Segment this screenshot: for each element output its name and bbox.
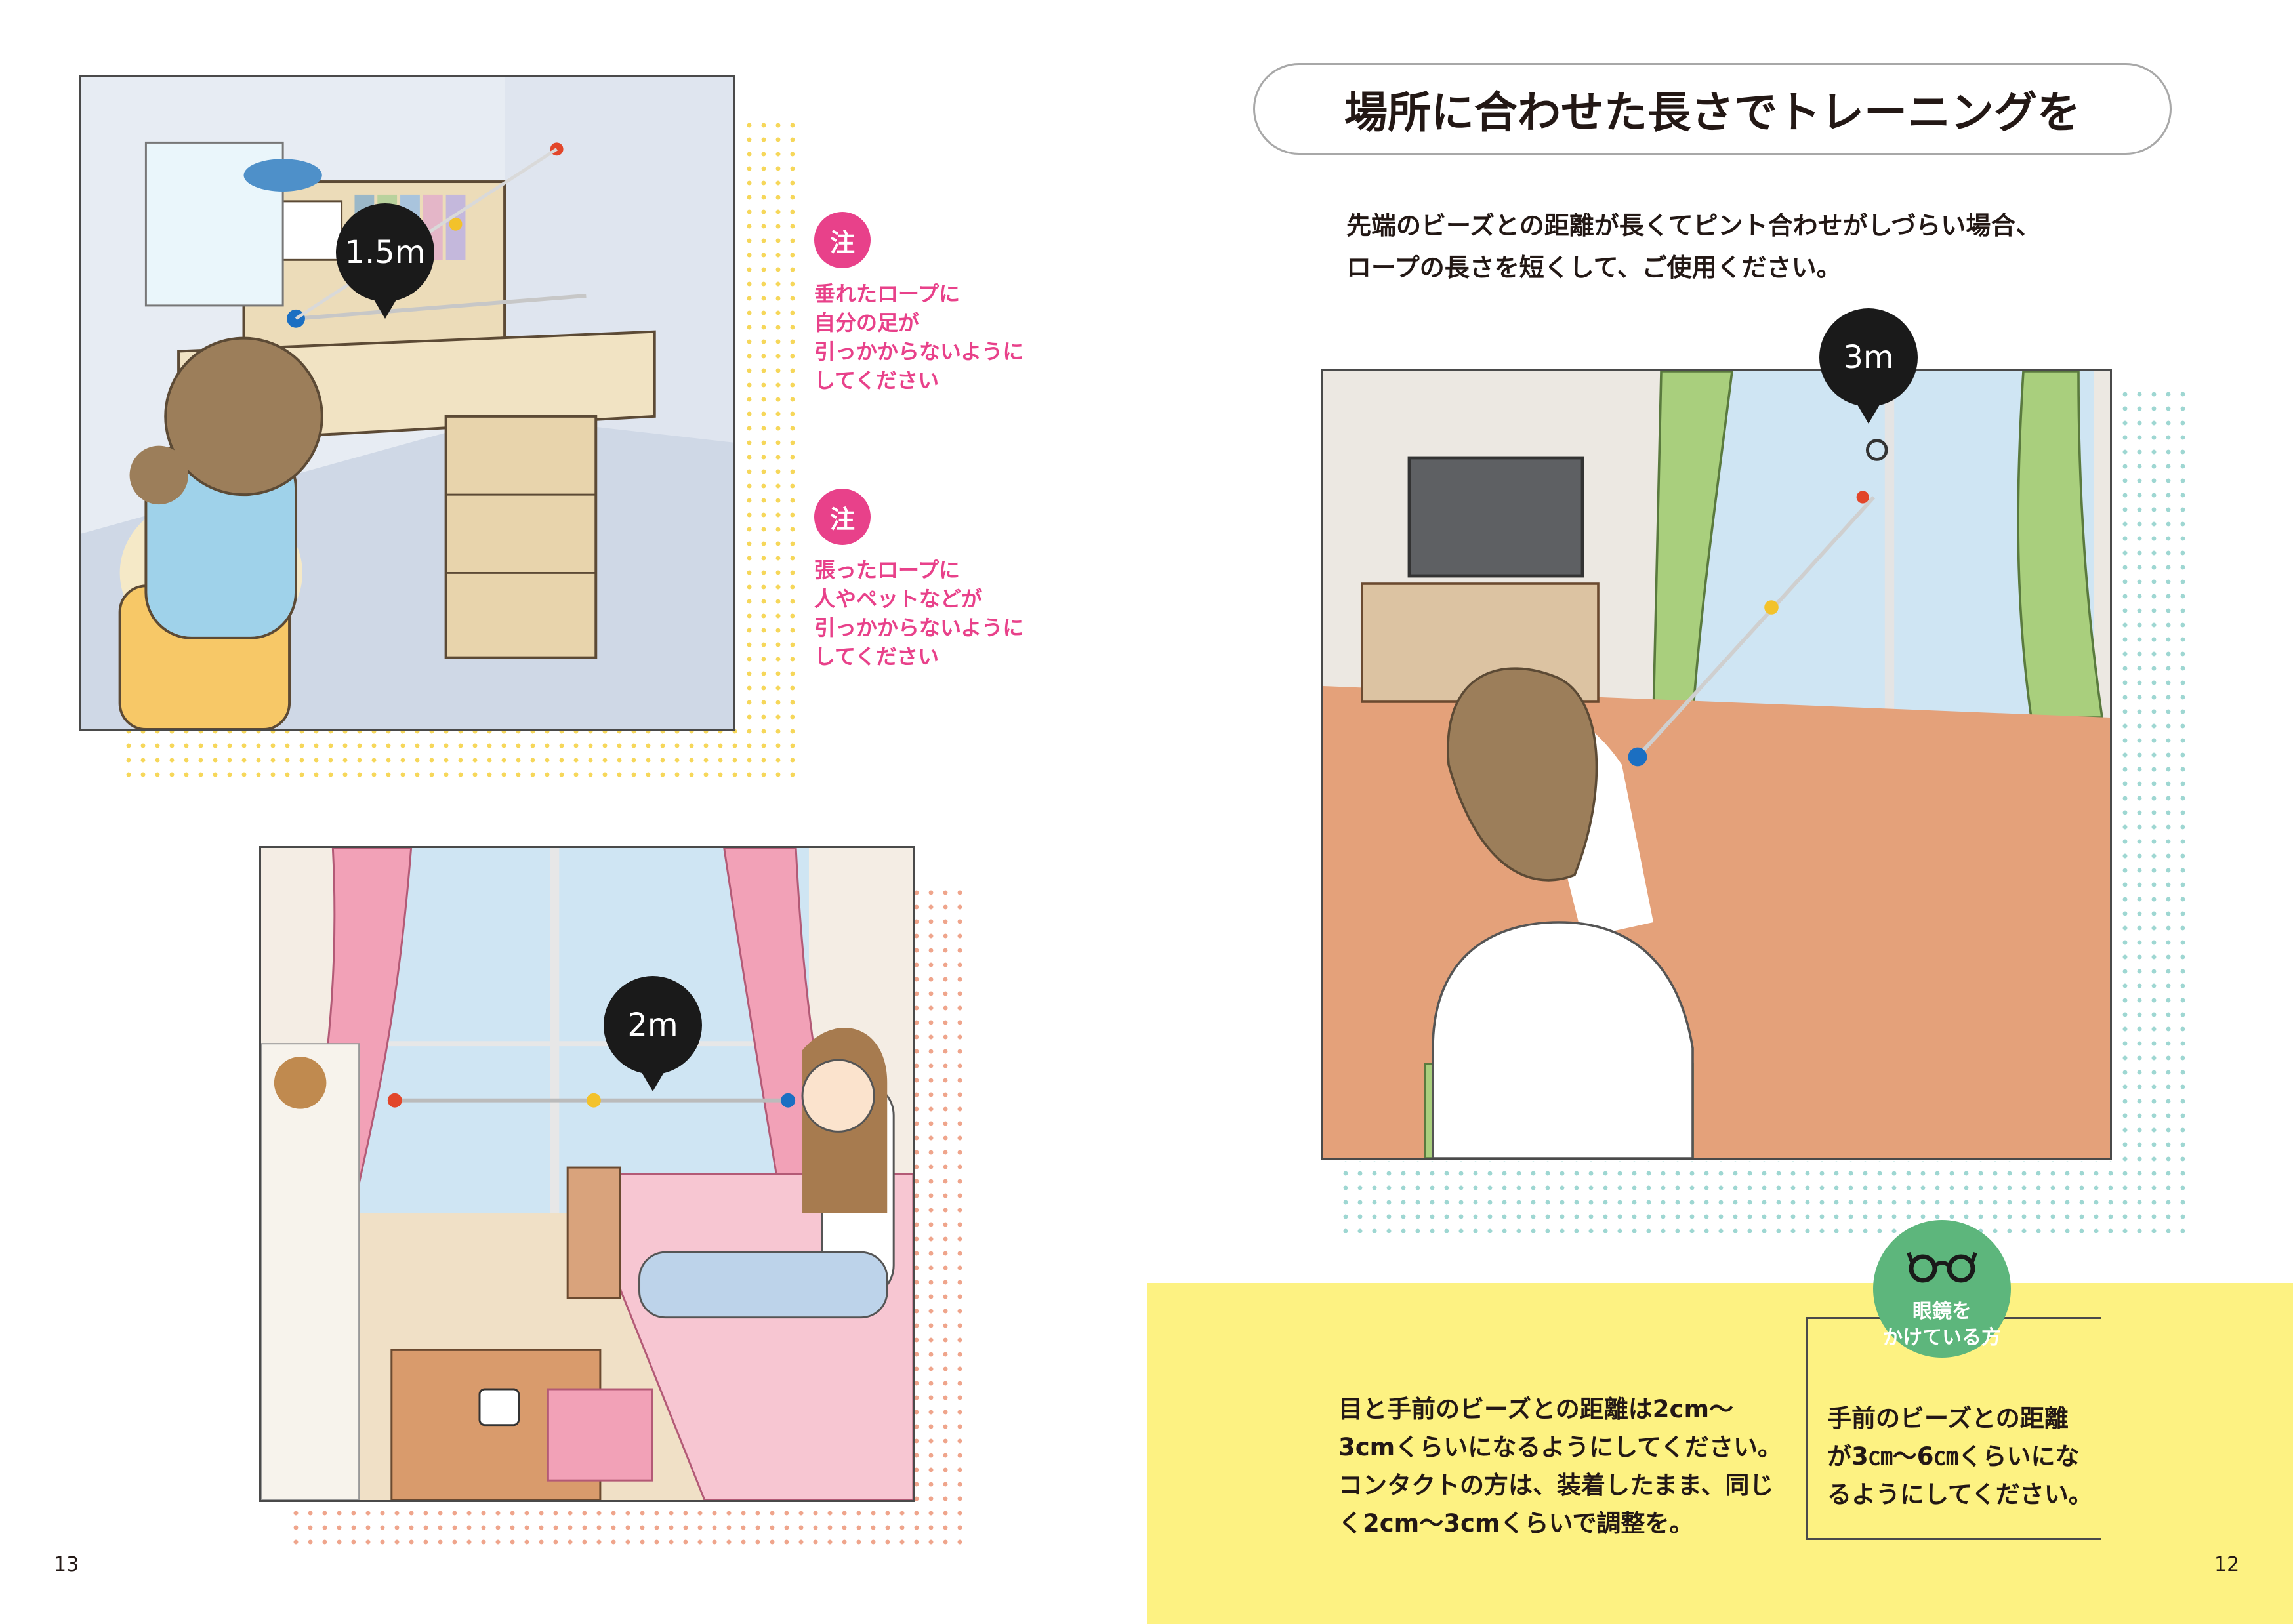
glasses-badge: 眼鏡を かけている方 <box>1873 1220 2011 1358</box>
caution-text-1: 垂れたロープに 自分の足が 引っかからないように してください <box>814 281 1024 393</box>
bedroom-illustration <box>259 846 915 1502</box>
page-number-left: 13 <box>54 1553 79 1576</box>
caution-badge-2: 注 <box>814 489 871 545</box>
section-title: 場所に合わせた長さでトレーニングを <box>1253 63 2172 155</box>
distance-pin-2m: 2m <box>604 976 702 1091</box>
living-room-illustration <box>1321 369 2112 1160</box>
caution-badge-1: 注 <box>814 212 871 268</box>
glasses-icon <box>1907 1251 1977 1283</box>
intro-text: 先端のビーズとの距離が長くてピント合わせがしづらい場合、 ロープの長さを短くして… <box>1346 211 2041 282</box>
page-number-right: 12 <box>2214 1553 2240 1576</box>
distance-pin-1-5m: 1.5m <box>336 203 434 319</box>
glasses-tip-text: 手前のビーズとの距離 が3㎝〜6㎝くらいにな るようにしてください。 <box>1827 1404 2093 1509</box>
glasses-tip-bracket-bottom <box>1806 1538 2101 1540</box>
tip-panel <box>1147 1283 2293 1624</box>
glasses-label: 眼鏡を かけている方 <box>1883 1300 2001 1349</box>
tip-main-text: 目と手前のビーズとの距離は2cm〜 3cmくらいになるようにしてください。 コン… <box>1338 1395 1783 1537</box>
desk-illustration <box>79 75 735 731</box>
caution-text-2: 張ったロープに 人やペットなどが 引っかからないように してください <box>814 558 1024 669</box>
distance-pin-3m: 3m <box>1819 308 1918 424</box>
